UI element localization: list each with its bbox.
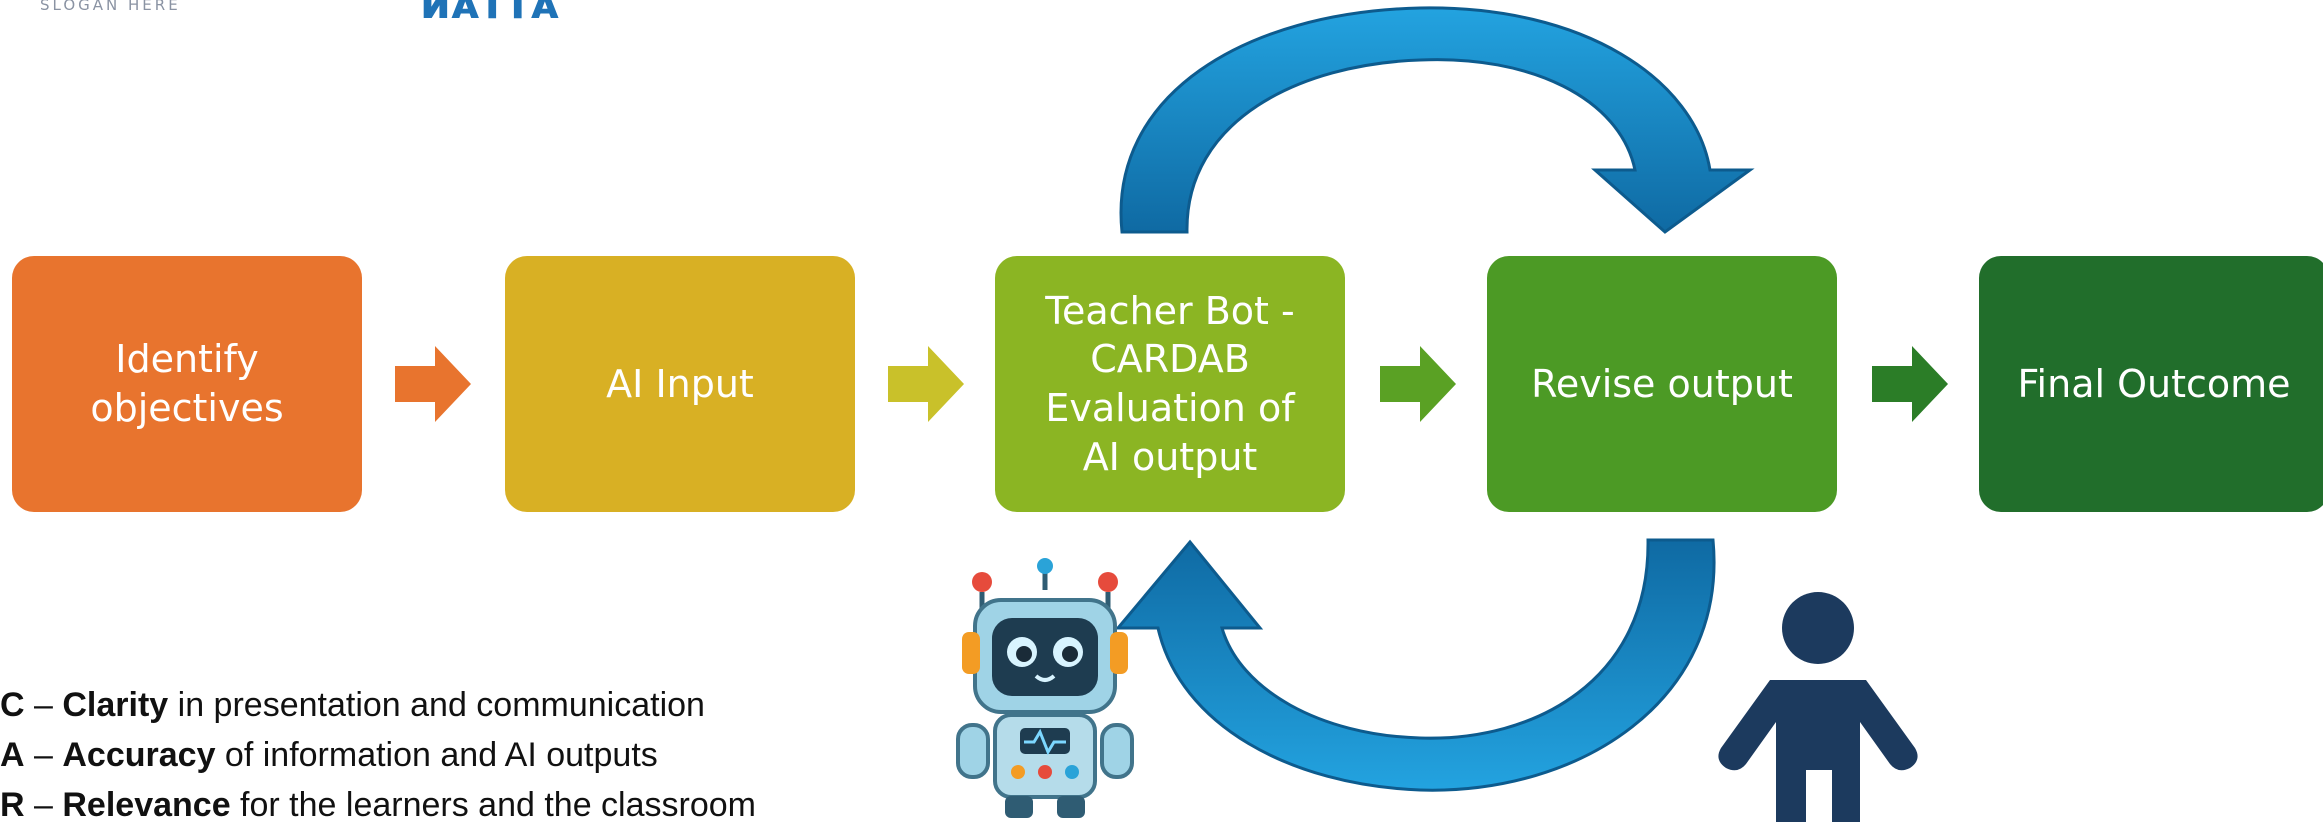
step-identify-objectives: Identify objectives <box>12 256 362 512</box>
step-final-outcome: Final Outcome <box>1979 256 2323 512</box>
bottom-loop-arrow-icon <box>1114 538 1716 792</box>
step-revise-output: Revise output <box>1487 256 1837 512</box>
legend-line-accuracy: A – Accuracy of information and AI outpu… <box>0 730 756 780</box>
step-arrow-icon <box>395 346 471 422</box>
legend-term: Accuracy <box>62 736 216 774</box>
legend-letter: A <box>0 736 25 774</box>
legend-description: in presentation and communication <box>168 686 705 724</box>
legend-dash: – <box>24 686 63 724</box>
step-label: Final Outcome <box>2017 361 2291 406</box>
legend-description: of information and AI outputs <box>215 736 658 774</box>
step-label: Teacher Bot - CARDAB Evaluation of AI ou… <box>1045 288 1295 479</box>
step-label: AI Input <box>606 361 754 406</box>
person-icon <box>1718 592 1918 822</box>
step-ai-input: AI Input <box>505 256 855 512</box>
cardab-legend: C – Clarity in presentation and communic… <box>0 680 756 830</box>
legend-description: for the learners and the classroom <box>230 786 756 824</box>
legend-letter: C <box>0 686 25 724</box>
legend-dash: – <box>24 736 63 774</box>
header-slogan: SLOGAN HERE <box>40 0 181 14</box>
step-label: Identify objectives <box>90 337 284 430</box>
legend-line-relevance: R – Relevance for the learners and the c… <box>0 780 756 830</box>
legend-dash: – <box>24 786 63 824</box>
step-label: Revise output <box>1531 361 1793 406</box>
robot-icon <box>956 558 1134 818</box>
step-teacher-bot-evaluation: Teacher Bot - CARDAB Evaluation of AI ou… <box>995 256 1345 512</box>
legend-letter: R <box>0 786 25 824</box>
step-arrow-icon <box>1872 346 1948 422</box>
legend-line-clarity: C – Clarity in presentation and communic… <box>0 680 756 730</box>
top-loop-arrow-icon <box>1119 6 1755 234</box>
step-arrow-icon <box>1380 346 1456 422</box>
brand-logo-fragment: ᴎᴀᴛᴛᴀ <box>420 0 560 29</box>
step-arrow-icon <box>888 346 964 422</box>
legend-term: Relevance <box>62 786 231 824</box>
legend-term: Clarity <box>62 686 169 724</box>
